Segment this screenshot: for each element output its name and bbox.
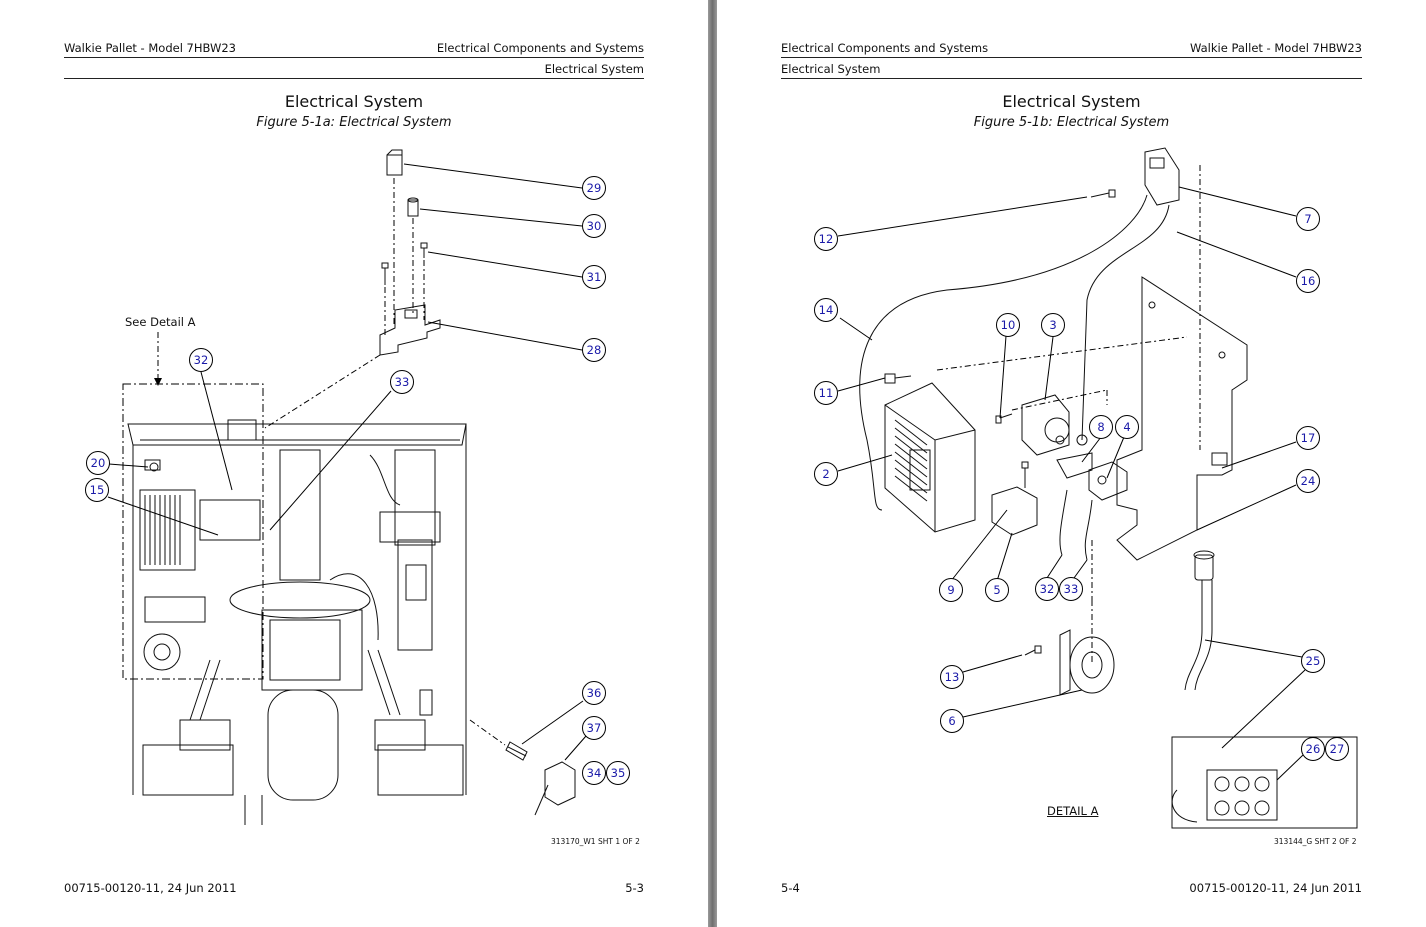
callout-33: 33: [390, 370, 414, 394]
subheader-rule: [781, 78, 1362, 79]
svg-text:26: 26: [1306, 742, 1321, 756]
component-art: [859, 147, 1358, 829]
svg-text:14: 14: [819, 303, 834, 317]
svg-text:11: 11: [819, 386, 834, 400]
callout-26: 26: [1301, 737, 1325, 761]
callout-16: 16: [1296, 269, 1320, 293]
callout-29: 29: [582, 176, 606, 200]
bracket-assembly-art: [379, 149, 576, 816]
svg-text:20: 20: [91, 456, 106, 470]
figure-caption: Figure 5-1b: Electrical System: [973, 115, 1170, 130]
electrical-system-drawing-b: 12 7 16 14 10 3 11 8 4 17 2 24 9 5 32 33…: [814, 147, 1358, 829]
svg-text:33: 33: [1064, 582, 1079, 596]
callout-2: 2: [814, 462, 838, 486]
detail-a-frame: [122, 383, 264, 680]
header-model: Walkie Pallet - Model 7HBW23: [1190, 41, 1362, 55]
callout-35: 35: [606, 761, 630, 785]
svg-text:35: 35: [611, 766, 626, 780]
callout-12: 12: [814, 227, 838, 251]
callout-31: 31: [582, 265, 606, 289]
callout-25: 25: [1301, 649, 1325, 673]
svg-text:7: 7: [1304, 212, 1311, 226]
svg-text:29: 29: [587, 181, 602, 195]
svg-text:6: 6: [948, 714, 955, 728]
svg-text:15: 15: [90, 483, 105, 497]
callout-7: 7: [1296, 207, 1320, 231]
figure-caption: Figure 5-1a: Electrical System: [256, 115, 452, 130]
callout-33: 33: [1059, 577, 1083, 601]
footer-page-number: 5-3: [625, 881, 644, 895]
footer-page-number: 5-4: [781, 881, 800, 895]
svg-text:3: 3: [1049, 318, 1056, 332]
callout-4: 4: [1115, 415, 1139, 439]
page-title: Electrical System: [284, 92, 424, 111]
callout-34: 34: [582, 761, 606, 785]
svg-text:34: 34: [587, 766, 602, 780]
svg-text:17: 17: [1301, 431, 1316, 445]
callout-20: 20: [86, 451, 110, 475]
svg-text:31: 31: [587, 270, 602, 284]
svg-text:5: 5: [993, 583, 1000, 597]
callout-3: 3: [1041, 313, 1065, 337]
svg-text:30: 30: [587, 219, 602, 233]
svg-text:37: 37: [587, 721, 602, 735]
callout-28: 28: [582, 338, 606, 362]
electrical-system-drawing-a: 29 30 31 28 32 33 20 15 36 37 34 35: [85, 149, 630, 825]
right-page: Electrical Components and Systems Walkie…: [717, 0, 1426, 927]
drawing-number: 313144_G SHT 2 OF 2: [1274, 837, 1357, 846]
svg-text:33: 33: [395, 375, 410, 389]
svg-text:9: 9: [947, 583, 954, 597]
footer-doc-number: 00715-00120-11, 24 Jun 2011: [1189, 881, 1362, 895]
callout-27: 27: [1325, 737, 1349, 761]
callout-9: 9: [939, 578, 963, 602]
subheader-section: Electrical System: [781, 62, 881, 76]
left-page: Walkie Pallet - Model 7HBW23 Electrical …: [0, 0, 708, 927]
header-rule: [64, 57, 644, 58]
callout-5: 5: [985, 578, 1009, 602]
callout-32: 32: [189, 348, 213, 372]
callout-37: 37: [582, 716, 606, 740]
callout-24: 24: [1296, 469, 1320, 493]
callout-36: 36: [582, 681, 606, 705]
svg-text:36: 36: [587, 686, 602, 700]
svg-text:10: 10: [1001, 318, 1016, 332]
svg-text:32: 32: [1040, 582, 1055, 596]
header-rule: [781, 57, 1362, 58]
svg-text:13: 13: [945, 670, 960, 684]
svg-text:2: 2: [822, 467, 829, 481]
truck-assembly-art: [127, 419, 467, 825]
svg-text:24: 24: [1301, 474, 1316, 488]
footer-doc-number: 00715-00120-11, 24 Jun 2011: [64, 881, 237, 895]
subheader-section: Electrical System: [544, 62, 644, 76]
svg-text:27: 27: [1330, 742, 1345, 756]
svg-text:32: 32: [194, 353, 209, 367]
callout-13: 13: [940, 665, 964, 689]
svg-text:4: 4: [1123, 420, 1130, 434]
svg-text:25: 25: [1306, 654, 1321, 668]
callout-14: 14: [814, 298, 838, 322]
see-detail-label: See Detail A: [125, 315, 196, 329]
header-section: Electrical Components and Systems: [436, 41, 644, 55]
svg-text:28: 28: [587, 343, 602, 357]
callout-6: 6: [940, 709, 964, 733]
callout-30: 30: [582, 214, 606, 238]
page-gutter: [708, 0, 717, 927]
svg-text:8: 8: [1097, 420, 1104, 434]
page-title: Electrical System: [1002, 92, 1141, 111]
svg-text:16: 16: [1301, 274, 1316, 288]
detail-a-caption: DETAIL A: [1047, 804, 1099, 818]
callout-11: 11: [814, 381, 838, 405]
drawing-number: 313170_W1 SHT 1 OF 2: [551, 837, 640, 846]
subheader-rule: [64, 78, 644, 79]
callout-17: 17: [1296, 426, 1320, 450]
callout-32: 32: [1035, 577, 1059, 601]
header-section: Electrical Components and Systems: [781, 41, 989, 55]
header-model: Walkie Pallet - Model 7HBW23: [64, 41, 236, 55]
svg-text:12: 12: [819, 232, 834, 246]
callout-8: 8: [1089, 415, 1113, 439]
callout-10: 10: [996, 313, 1020, 337]
callout-15: 15: [85, 478, 109, 502]
